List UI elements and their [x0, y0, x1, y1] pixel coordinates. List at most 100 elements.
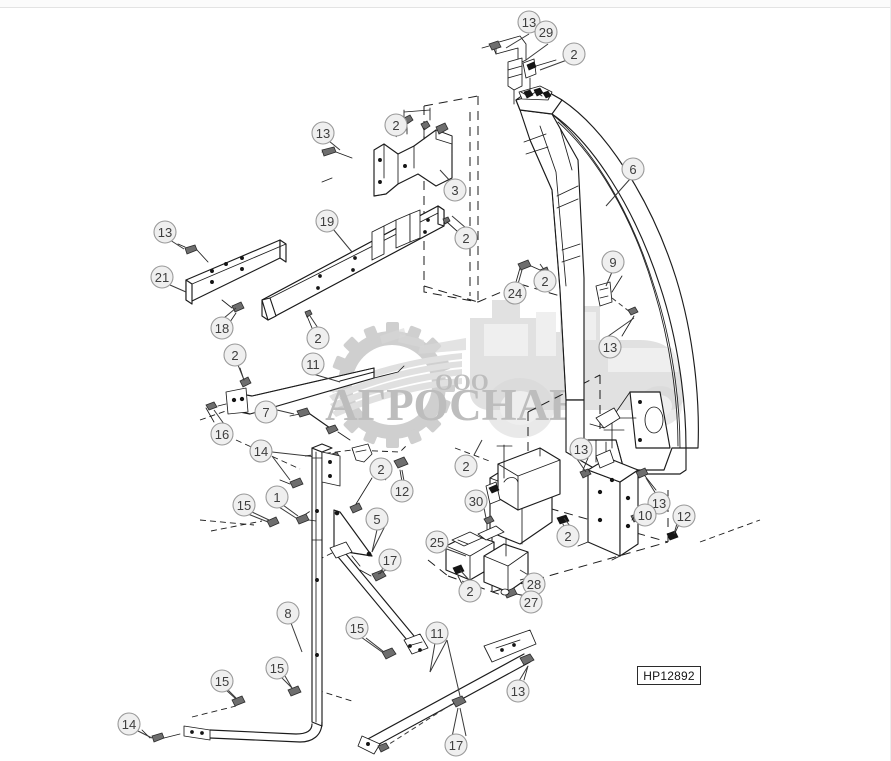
- part-19-channel-beam: [261, 205, 459, 329]
- callout-number: 2: [231, 348, 238, 363]
- callout-bubble: [390, 479, 414, 503]
- part-3-upper-bracket: [321, 107, 453, 197]
- callout-number: 7: [262, 405, 269, 420]
- callout-number: 15: [350, 621, 364, 636]
- callout-6: 6: [621, 157, 645, 181]
- callout-number: 24: [508, 286, 522, 301]
- callout-number: 2: [541, 274, 548, 289]
- callout-number: 13: [511, 684, 525, 699]
- callout-bubble: [458, 579, 482, 603]
- callout-bubble: [345, 616, 369, 640]
- callout-number: 13: [522, 15, 536, 30]
- callout-number: 2: [564, 529, 571, 544]
- callout-13: 13: [153, 220, 177, 244]
- callout-7: 7: [254, 400, 278, 424]
- part-17-diagonal-brace: [329, 541, 429, 660]
- callout-number: 30: [469, 494, 483, 509]
- callout-bubble: [464, 489, 488, 513]
- callout-18: 18: [210, 316, 234, 340]
- callout-bubble: [556, 524, 580, 548]
- callout-10: 10: [633, 503, 657, 527]
- callout-number: 16: [215, 427, 229, 442]
- callout-bubble: [517, 10, 541, 34]
- callout-bubble: [672, 504, 696, 528]
- callout-number: 11: [306, 357, 320, 372]
- callout-2: 2: [223, 343, 247, 367]
- callout-2: 2: [458, 579, 482, 603]
- callout-17: 17: [378, 548, 402, 572]
- callout-30: 30: [464, 489, 488, 513]
- callout-bubble: [150, 265, 174, 289]
- callout-bubble: [562, 42, 586, 66]
- callout-number: 2: [314, 331, 321, 346]
- callout-16: 16: [210, 422, 234, 446]
- callout-bubble: [301, 352, 325, 376]
- callout-15: 15: [345, 616, 369, 640]
- callout-11: 11: [301, 352, 325, 376]
- callout-number: 13: [603, 340, 617, 355]
- callout-13: 13: [598, 335, 622, 359]
- callout-bubble: [443, 178, 467, 202]
- callout-number: 13: [574, 442, 588, 457]
- callout-bubble: [621, 157, 645, 181]
- callout-15: 15: [232, 493, 256, 517]
- callout-bubble: [232, 493, 256, 517]
- callout-number: 2: [392, 118, 399, 133]
- callout-14: 14: [117, 712, 141, 736]
- callout-bubble: [533, 269, 557, 293]
- callout-bubble: [265, 485, 289, 509]
- callout-number: 2: [466, 584, 473, 599]
- callout-2: 2: [533, 269, 557, 293]
- part-6-curved-shield: [515, 85, 699, 475]
- callout-number: 2: [462, 459, 469, 474]
- callout-bubble: [425, 530, 449, 554]
- callout-bubble: [519, 590, 543, 614]
- wheat-field-icon: [329, 353, 462, 417]
- callout-13: 13: [569, 437, 593, 461]
- callout-8: 8: [276, 601, 300, 625]
- callout-bubble: [378, 548, 402, 572]
- callout-number: 17: [449, 738, 463, 753]
- callout-number: 14: [122, 717, 136, 732]
- callout-13: 13: [311, 121, 335, 145]
- callout-11: 11: [425, 621, 449, 645]
- callout-bubble: [315, 209, 339, 233]
- callout-number: 8: [284, 606, 291, 621]
- callout-number: 2: [377, 462, 384, 477]
- callout-2: 2: [454, 454, 478, 478]
- callout-number: 15: [237, 498, 251, 513]
- callout-bubble: [506, 679, 530, 703]
- callout-13: 13: [506, 679, 530, 703]
- watermark-company-form: ООО: [435, 370, 489, 395]
- callout-12: 12: [390, 479, 414, 503]
- callout-17: 17: [444, 733, 468, 757]
- callout-2: 2: [454, 226, 478, 250]
- part-9-small-bracket: [595, 275, 639, 337]
- watermark-company-name: АГРОСНАБ: [325, 380, 579, 430]
- part-21-mounting-plate: [177, 239, 287, 323]
- callout-2: 2: [562, 42, 586, 66]
- callout-number: 5: [373, 512, 380, 527]
- part-15-lower-fasteners: [227, 675, 302, 707]
- callout-number: 15: [270, 661, 284, 676]
- callout-bubble: [276, 601, 300, 625]
- callout-bubble: [254, 400, 278, 424]
- callout-5: 5: [365, 507, 389, 531]
- part-number-box: HP12892: [637, 666, 701, 685]
- callout-29: 29: [534, 20, 558, 44]
- callout-bubble: [265, 656, 289, 680]
- callout-number: 13: [652, 496, 666, 511]
- callout-number: 13: [316, 126, 330, 141]
- callout-number: 13: [158, 225, 172, 240]
- part-11-lower-tie-rod: [357, 629, 537, 755]
- callout-21: 21: [150, 265, 174, 289]
- callout-2: 2: [556, 524, 580, 548]
- part-10-mounting-plate: [556, 449, 681, 561]
- callout-number: 12: [395, 484, 409, 499]
- callout-2: 2: [369, 457, 393, 481]
- callout-bubble: [249, 439, 273, 463]
- callout-bubble: [223, 343, 247, 367]
- callout-bubble: [601, 250, 625, 274]
